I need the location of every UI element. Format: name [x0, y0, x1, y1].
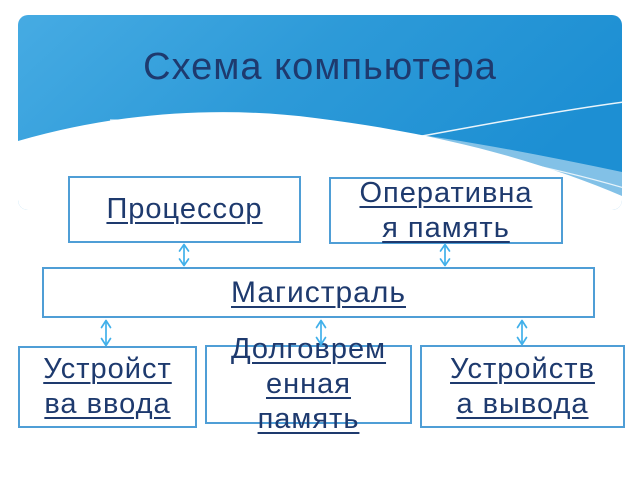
wave-line-descending: [109, 119, 622, 189]
bus-storage-arrow-icon: [314, 319, 328, 346]
input-devices-box: Устройст ва ввода: [18, 346, 197, 428]
wave-line-ascending: [234, 101, 622, 171]
ram-bus-arrow-icon: [438, 243, 452, 267]
output-devices-box: Устройств а вывода: [420, 345, 625, 428]
long-term-memory-box: Долговрем енная память: [205, 333, 412, 435]
processor-label: Процессор: [106, 193, 263, 226]
output-devices-label: Устройств а вывода: [450, 352, 595, 420]
long-term-memory-label: Долговрем енная память: [230, 333, 387, 435]
slide-title: Схема компьютера: [143, 46, 497, 88]
processor-box: Процессор: [68, 176, 301, 243]
processor-bus-arrow-icon: [177, 243, 191, 267]
bus-input-arrow-icon: [99, 319, 113, 347]
ram-label: Оперативна я память: [359, 176, 533, 244]
ram-box: Оперативна я память: [329, 177, 563, 244]
bus-box: Магистраль: [42, 267, 595, 318]
bus-output-arrow-icon: [515, 319, 529, 346]
input-devices-label: Устройст ва ввода: [43, 353, 172, 420]
bus-label: Магистраль: [231, 275, 406, 309]
